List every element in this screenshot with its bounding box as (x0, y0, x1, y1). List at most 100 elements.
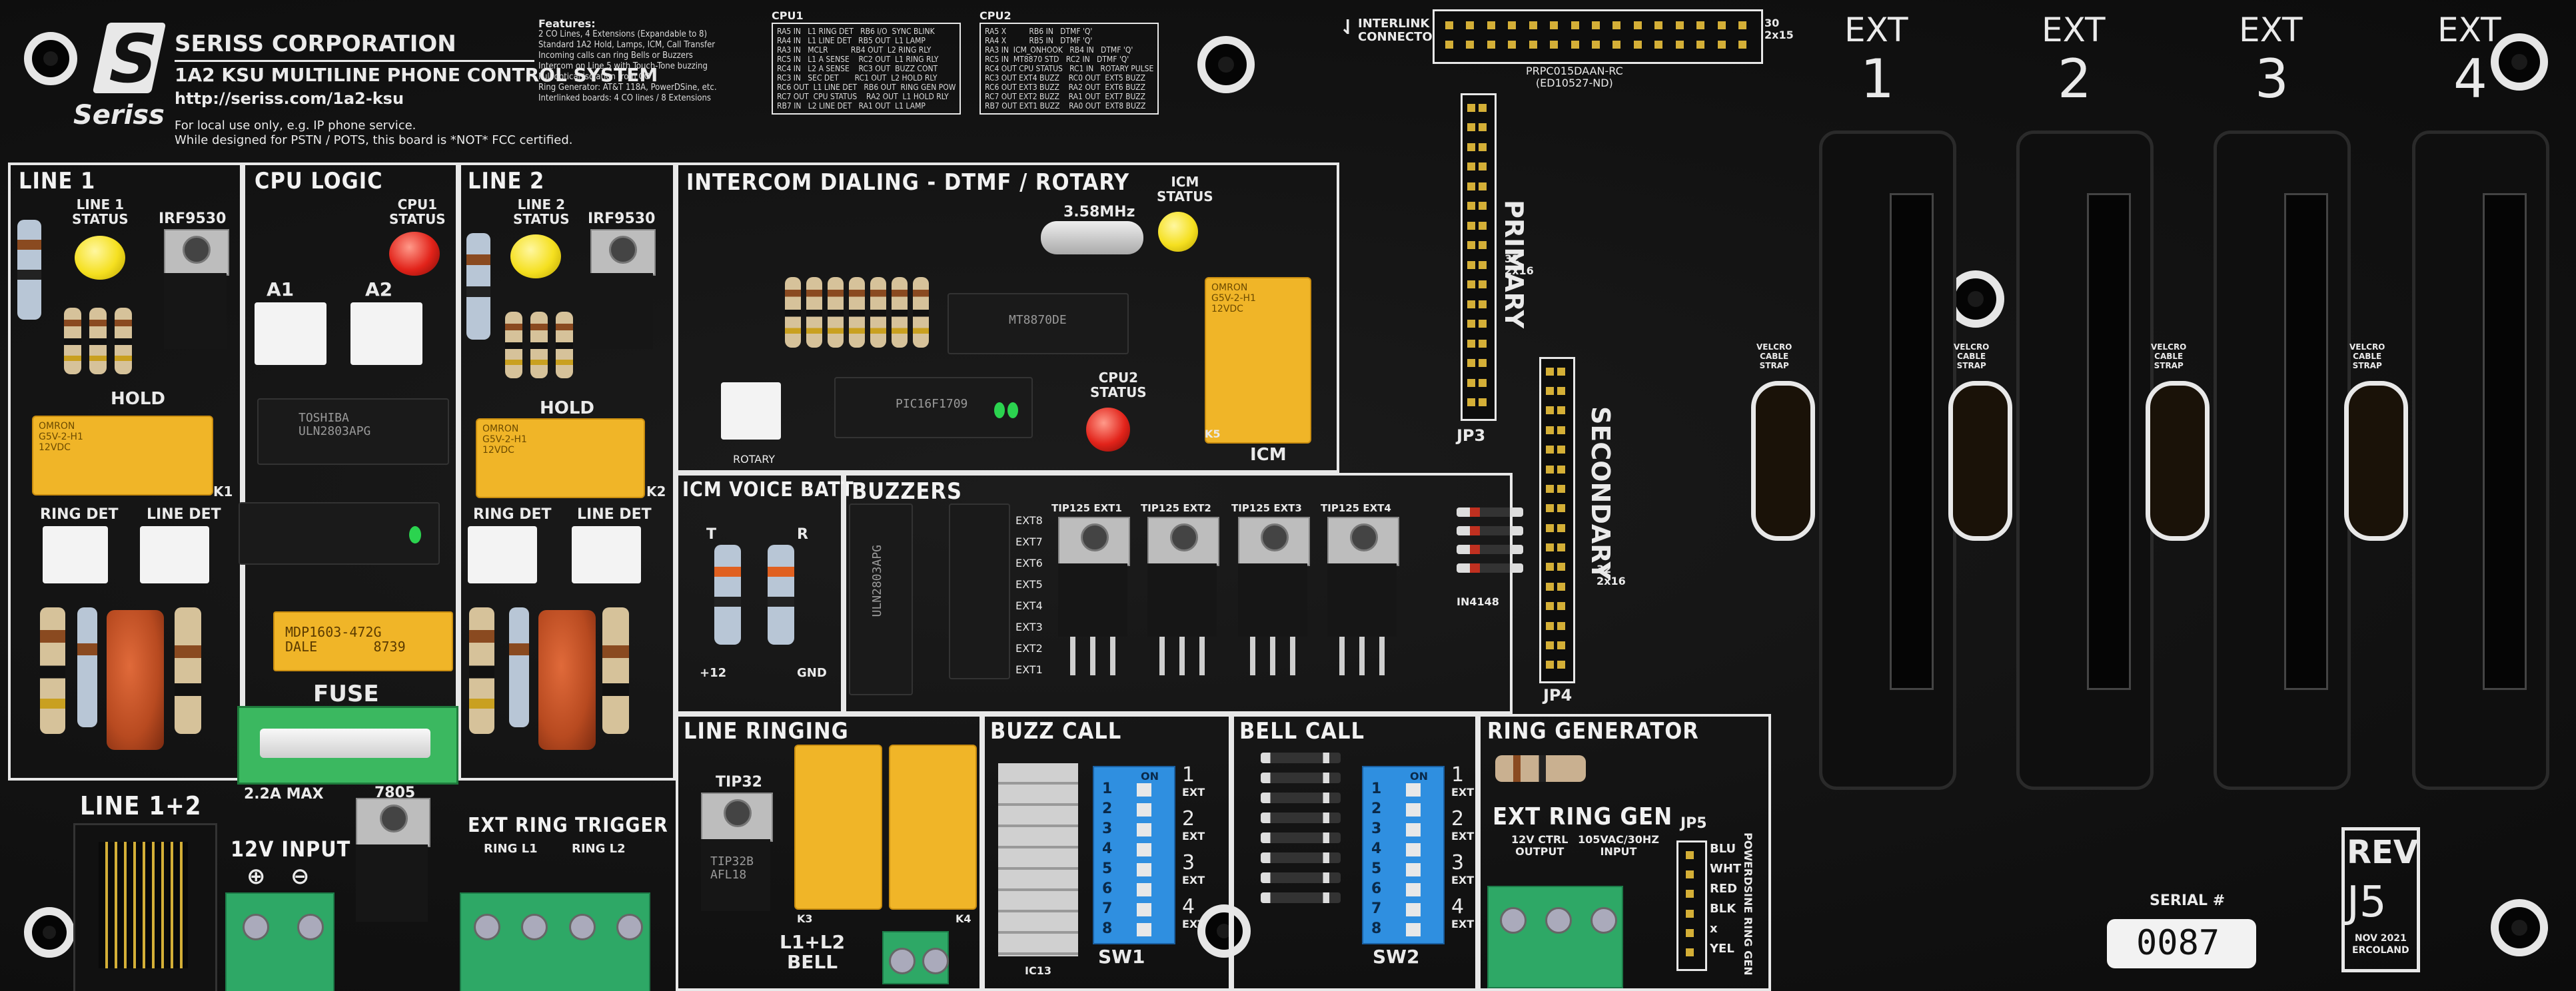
dip-switch-lever[interactable] (1137, 923, 1151, 936)
cpu1-table-row: RC3 IN SEC DET RC1 OUT L2 HOLD RLY (777, 73, 938, 83)
dip-switch-lever[interactable] (1137, 823, 1151, 836)
cpu1-table-row: RA3 IN MCLR RB4 OUT L2 RING RLY (777, 45, 932, 55)
cpu2-status-led (1086, 408, 1130, 452)
header-pin (1478, 260, 1487, 269)
feature-line: Full optical isolation from CO (538, 72, 650, 82)
terminal-screw[interactable] (473, 914, 500, 940)
terminal-screw[interactable] (568, 914, 596, 940)
header-pin (1487, 21, 1495, 29)
dip-switch-lever[interactable] (1137, 803, 1151, 817)
dip-switch-lever[interactable] (1137, 883, 1151, 896)
header-pin (1487, 40, 1495, 49)
jp5-header[interactable] (1676, 840, 1707, 971)
header-pin (1529, 40, 1537, 49)
resistor (469, 607, 494, 734)
a2-label: A2 (365, 278, 393, 300)
resistor (64, 308, 81, 374)
header-pin (1717, 21, 1726, 29)
header-pin (1467, 221, 1475, 230)
dip-number: 8 (1102, 920, 1113, 937)
dip-switch-lever[interactable] (1137, 903, 1151, 916)
line2-mosfet-body (590, 273, 653, 349)
terminal-screw[interactable] (297, 914, 324, 940)
terminal-screw[interactable] (889, 948, 916, 974)
header-pin (1675, 21, 1684, 29)
dip-switch-lever[interactable] (1406, 823, 1421, 836)
rotary-opto (721, 382, 781, 440)
line2-status-led (510, 234, 561, 278)
plus-icon: ⊕ (247, 863, 266, 890)
feature-line: Incoming calls can ring Bells or Buzzers (538, 51, 693, 61)
rj-jack-opening (99, 842, 188, 968)
header-pin (1467, 359, 1475, 368)
buzzer-driver-chip-b (949, 503, 1010, 679)
dip-switch-lever[interactable] (1137, 843, 1151, 856)
header-pin (1738, 40, 1747, 49)
terminal-screw[interactable] (521, 914, 548, 940)
ext-connector[interactable] (1819, 131, 1956, 790)
resistor (505, 312, 522, 378)
secondary-header-jp4[interactable] (1539, 357, 1575, 683)
header-pin (1633, 40, 1642, 49)
dip-switch-lever[interactable] (1406, 923, 1421, 936)
line2-capacitor-c3 (538, 610, 596, 750)
primary-header-jp3[interactable] (1461, 93, 1497, 421)
velcro-cable-strap (1948, 381, 2012, 541)
dip-switch-lever[interactable] (1137, 863, 1151, 876)
header-pin (1557, 661, 1565, 669)
header-pin (1696, 40, 1705, 49)
bell-diode (1261, 813, 1341, 823)
bell-terminal[interactable] (882, 931, 949, 984)
power-input-terminal[interactable] (225, 892, 334, 991)
ext-connector[interactable] (2016, 131, 2154, 790)
mdp-text: MDP1603-472G DALE 8739 (285, 624, 406, 655)
dip-ext-number: 2 (1451, 807, 1465, 830)
icm-relay-label: ICM (1250, 445, 1287, 465)
dip-switch-lever[interactable] (1406, 843, 1421, 856)
intercom-section (676, 163, 1339, 473)
diode (1457, 563, 1523, 573)
ext-number: 4 (2453, 48, 2487, 110)
reg7805-body (356, 844, 428, 922)
resistor (892, 277, 908, 348)
dip-switch-lever[interactable] (1406, 883, 1421, 896)
header-pin (1686, 929, 1694, 937)
ext-ring-trigger-terminal[interactable] (460, 892, 650, 991)
ext-connector[interactable] (2412, 131, 2549, 790)
cpu2-table-row: RB7 OUT EXT1 BUZZ RA0 OUT EXT8 BUZZ (985, 101, 1146, 111)
k1-label: K1 (213, 484, 233, 499)
tip125-leg (1379, 637, 1385, 675)
dip-number: 6 (1102, 880, 1113, 897)
dip-switch-lever[interactable] (1406, 903, 1421, 916)
terminal-screw[interactable] (922, 948, 949, 974)
terminal-screw[interactable] (1545, 907, 1572, 934)
dip-switch-lever[interactable] (1406, 783, 1421, 797)
header-pin (1696, 21, 1705, 29)
dip-number: 5 (1102, 860, 1113, 877)
terminal-screw[interactable] (243, 914, 269, 940)
resistor (913, 277, 929, 348)
minus-icon: ⊖ (291, 863, 310, 890)
terminal-screw[interactable] (1591, 907, 1617, 934)
ext-ring-gen-terminal[interactable] (1487, 886, 1623, 988)
header-pin (1508, 40, 1517, 49)
dip-switch-lever[interactable] (1406, 863, 1421, 876)
resistor (509, 607, 529, 727)
terminal-screw[interactable] (616, 914, 644, 940)
dip-ext-word: EXT (1182, 786, 1205, 799)
resistor (849, 277, 865, 348)
line2-status-label: LINE 2 STATUS (513, 196, 570, 227)
header-pin (1654, 21, 1663, 29)
ext-connector[interactable] (2214, 131, 2351, 790)
cpu2-green-led (994, 402, 1005, 418)
dip-switch-lever[interactable] (1137, 783, 1151, 797)
interlink-connector-cn9[interactable] (1433, 9, 1763, 64)
icm-resistor-r15 (714, 545, 741, 645)
icm-relay-text: OMRON G5V-2-H1 12VDC (1211, 282, 1256, 314)
dip-switch-lever[interactable] (1406, 803, 1421, 817)
terminal-screw[interactable] (1500, 907, 1527, 934)
header-pin (1545, 563, 1554, 571)
